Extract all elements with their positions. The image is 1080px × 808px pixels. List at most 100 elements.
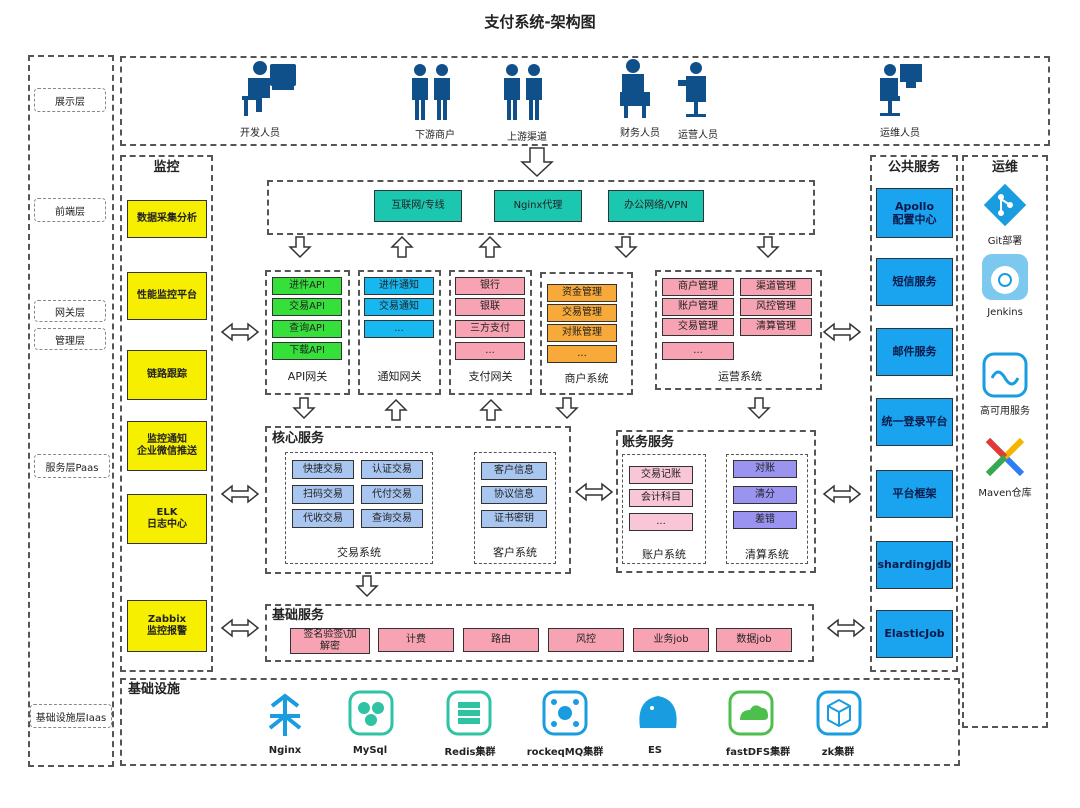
monitor-title: 监控 — [153, 159, 180, 175]
double-arrow — [220, 484, 260, 504]
trade-item: 查询交易 — [361, 509, 423, 528]
double-arrow — [822, 484, 862, 504]
trade-system — [285, 452, 433, 564]
ops-maven-label: Maven仓库 — [978, 487, 1032, 499]
maven-icon — [985, 437, 1025, 477]
rocketmq-icon — [542, 690, 588, 736]
arrow-up — [479, 398, 503, 421]
account-item: 交易记账 — [629, 466, 693, 484]
api-gateway-label: API网关 — [287, 370, 328, 383]
clearing-system — [726, 454, 808, 564]
notify-item: 进件通知 — [364, 277, 434, 295]
merchant-system-label: 商户系统 — [564, 372, 609, 385]
ops-git-label: Git部署 — [987, 235, 1023, 247]
ops-item: 账户管理 — [662, 298, 734, 316]
pay-item: 银联 — [455, 298, 525, 316]
layer-label-gateway: 网关层 — [34, 300, 106, 322]
upstream-channel-icon — [504, 64, 542, 120]
arrow-up — [478, 235, 502, 258]
base-services-title: 基础服务 — [272, 608, 325, 623]
infra-redis-label: Redis集群 — [444, 746, 496, 758]
public-framework: 平台框架 — [876, 470, 953, 518]
core-services — [265, 426, 571, 574]
persona-upstream-channel: 上游渠道 — [507, 131, 547, 143]
downstream-merchant-icon — [412, 64, 450, 120]
mysql-icon — [348, 690, 394, 736]
high-availability-icon — [982, 352, 1028, 398]
public-mail: 邮件服务 — [876, 328, 953, 376]
base-services — [265, 604, 814, 662]
accounting-services — [616, 430, 816, 573]
ops-item: 清算管理 — [740, 318, 812, 336]
public-elasticjob: ElasticJob — [876, 610, 953, 658]
developer-icon — [242, 61, 296, 116]
front-nginx: Nginx代理 — [494, 190, 582, 222]
ops-ha-label: 高可用服务 — [980, 405, 1030, 417]
redis-icon — [446, 690, 492, 736]
layer-label-infra: 基础设施层Iaas — [30, 704, 112, 728]
notify-gateway — [358, 270, 441, 395]
api-item: 进件API — [272, 277, 342, 295]
nginx-icon — [268, 693, 302, 736]
account-system-label: 账户系统 — [642, 548, 686, 561]
customer-item: 证书密钥 — [481, 510, 547, 528]
trade-system-label: 交易系统 — [337, 546, 381, 559]
pay-gateway-label: 支付网关 — [468, 370, 513, 383]
merchant-item: 交易管理 — [547, 304, 617, 322]
persona-icons — [242, 59, 922, 120]
front-layer — [267, 180, 815, 235]
monitor-notification: 监控通知 企业微信推送 — [127, 421, 207, 471]
api-gateway — [265, 270, 350, 395]
clearing-item: 差错 — [733, 511, 797, 529]
fastdfs-icon — [728, 690, 774, 736]
accounting-title: 账务服务 — [622, 435, 675, 450]
trade-item: 快捷交易 — [292, 460, 354, 479]
account-item: 会计科目 — [629, 489, 693, 507]
finance-staff-icon — [620, 59, 650, 118]
clearing-item: 对账 — [733, 460, 797, 478]
monitor-data-collection: 数据采集分析 — [127, 200, 207, 238]
infra-icons — [268, 690, 862, 736]
ops-panel — [962, 155, 1048, 728]
arrow-down — [355, 575, 379, 598]
api-item: 交易API — [272, 298, 342, 316]
merchant-system — [540, 272, 633, 395]
ops-item: 交易管理 — [662, 318, 734, 336]
devops-staff-icon — [880, 64, 922, 116]
monitor-panel — [120, 155, 213, 672]
clearing-system-label: 清算系统 — [745, 548, 789, 561]
front-internet: 互联网/专线 — [374, 190, 462, 222]
front-vpn: 办公网络/VPN — [608, 190, 704, 222]
arrow-down — [288, 236, 312, 259]
arrow-down — [756, 236, 780, 259]
double-arrow — [220, 618, 260, 638]
arrow-down — [292, 397, 316, 420]
zookeeper-icon — [816, 690, 862, 736]
infra-layer — [120, 678, 960, 766]
ops-system — [655, 270, 822, 390]
pay-gateway — [449, 270, 532, 395]
notify-gateway-label: 通知网关 — [377, 370, 422, 383]
customer-system — [474, 452, 556, 564]
monitor-performance: 性能监控平台 — [127, 272, 207, 320]
merchant-item: 资金管理 — [547, 284, 617, 302]
customer-item: 客户信息 — [481, 462, 547, 480]
double-arrow — [826, 618, 866, 638]
customer-system-label: 客户系统 — [493, 546, 537, 559]
layer-label-service: 服务层Paas — [34, 454, 110, 478]
infra-title: 基础设施 — [128, 682, 181, 697]
base-item: 计费 — [378, 628, 454, 652]
layer-label-display: 展示层 — [34, 88, 106, 112]
infra-zk-label: zk集群 — [821, 746, 855, 758]
persona-operations: 运营人员 — [678, 129, 718, 141]
trade-item: 认证交易 — [361, 460, 423, 479]
ops-title: 运维 — [991, 159, 1018, 175]
persona-finance: 财务人员 — [620, 127, 660, 139]
base-item: 路由 — [463, 628, 539, 652]
ops-system-label: 运营系统 — [718, 370, 762, 383]
notify-item: ... — [364, 320, 434, 338]
monitor-elk: ELK 日志中心 — [127, 494, 207, 544]
api-item: 下载API — [272, 342, 342, 360]
double-arrow — [822, 322, 862, 342]
